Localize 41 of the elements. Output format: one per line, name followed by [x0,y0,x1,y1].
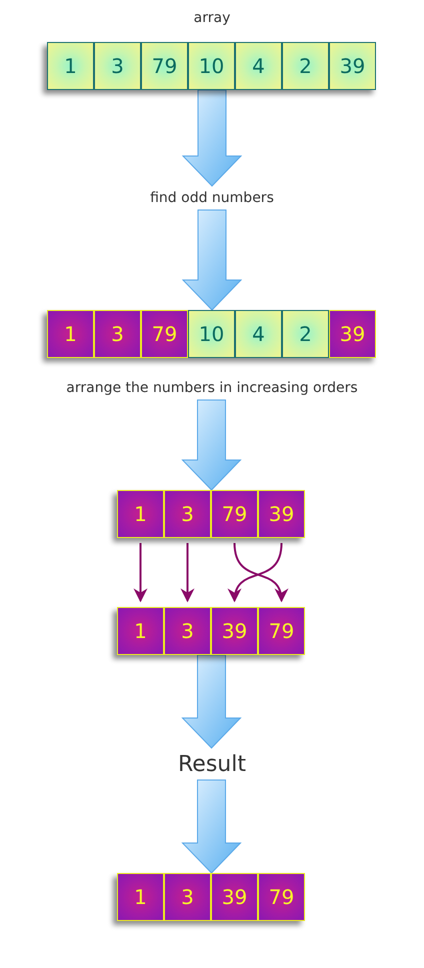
number-cell: 1 [47,310,94,358]
number-cell: 10 [188,42,235,90]
number-cell: 39 [211,873,258,921]
number-cell: 1 [117,607,164,655]
number-cell: 1 [117,490,164,538]
block-arrow [181,780,242,874]
step-label: arrange the numbers in increasing orders [0,376,424,400]
number-cell: 4 [235,42,282,90]
number-array [117,607,305,655]
number-cell: 39 [211,607,258,655]
number-cell: 39 [329,42,376,90]
arrow [134,543,148,602]
number-cell: 79 [141,42,188,90]
number-array [47,310,377,358]
block-arrow [182,210,242,311]
number-cell: 2 [282,310,329,358]
block-arrow [182,90,242,187]
number-array [117,873,305,921]
number-cell: 79 [258,873,305,921]
number-cell: 1 [47,42,94,90]
block-arrow [181,400,242,491]
number-cell: 3 [94,42,141,90]
number-cell: 3 [164,607,211,655]
number-array [117,490,305,538]
number-cell: 1 [117,873,164,921]
array-heading: array [192,10,232,26]
number-cell: 4 [235,310,282,358]
number-cell: 3 [164,873,211,921]
number-cell: 10 [188,310,235,358]
number-cell: 2 [282,42,329,90]
step-label: find odd numbers [0,186,424,210]
number-cell: 79 [258,607,305,655]
number-cell: 79 [211,490,258,538]
number-cell: 39 [329,310,376,358]
number-cell: 3 [94,310,141,358]
block-arrow [181,654,242,749]
number-cell: 79 [141,310,188,358]
number-cell: 39 [258,490,305,538]
arrow [180,543,194,602]
number-cell: 3 [164,490,211,538]
step-label: Result [0,748,424,780]
